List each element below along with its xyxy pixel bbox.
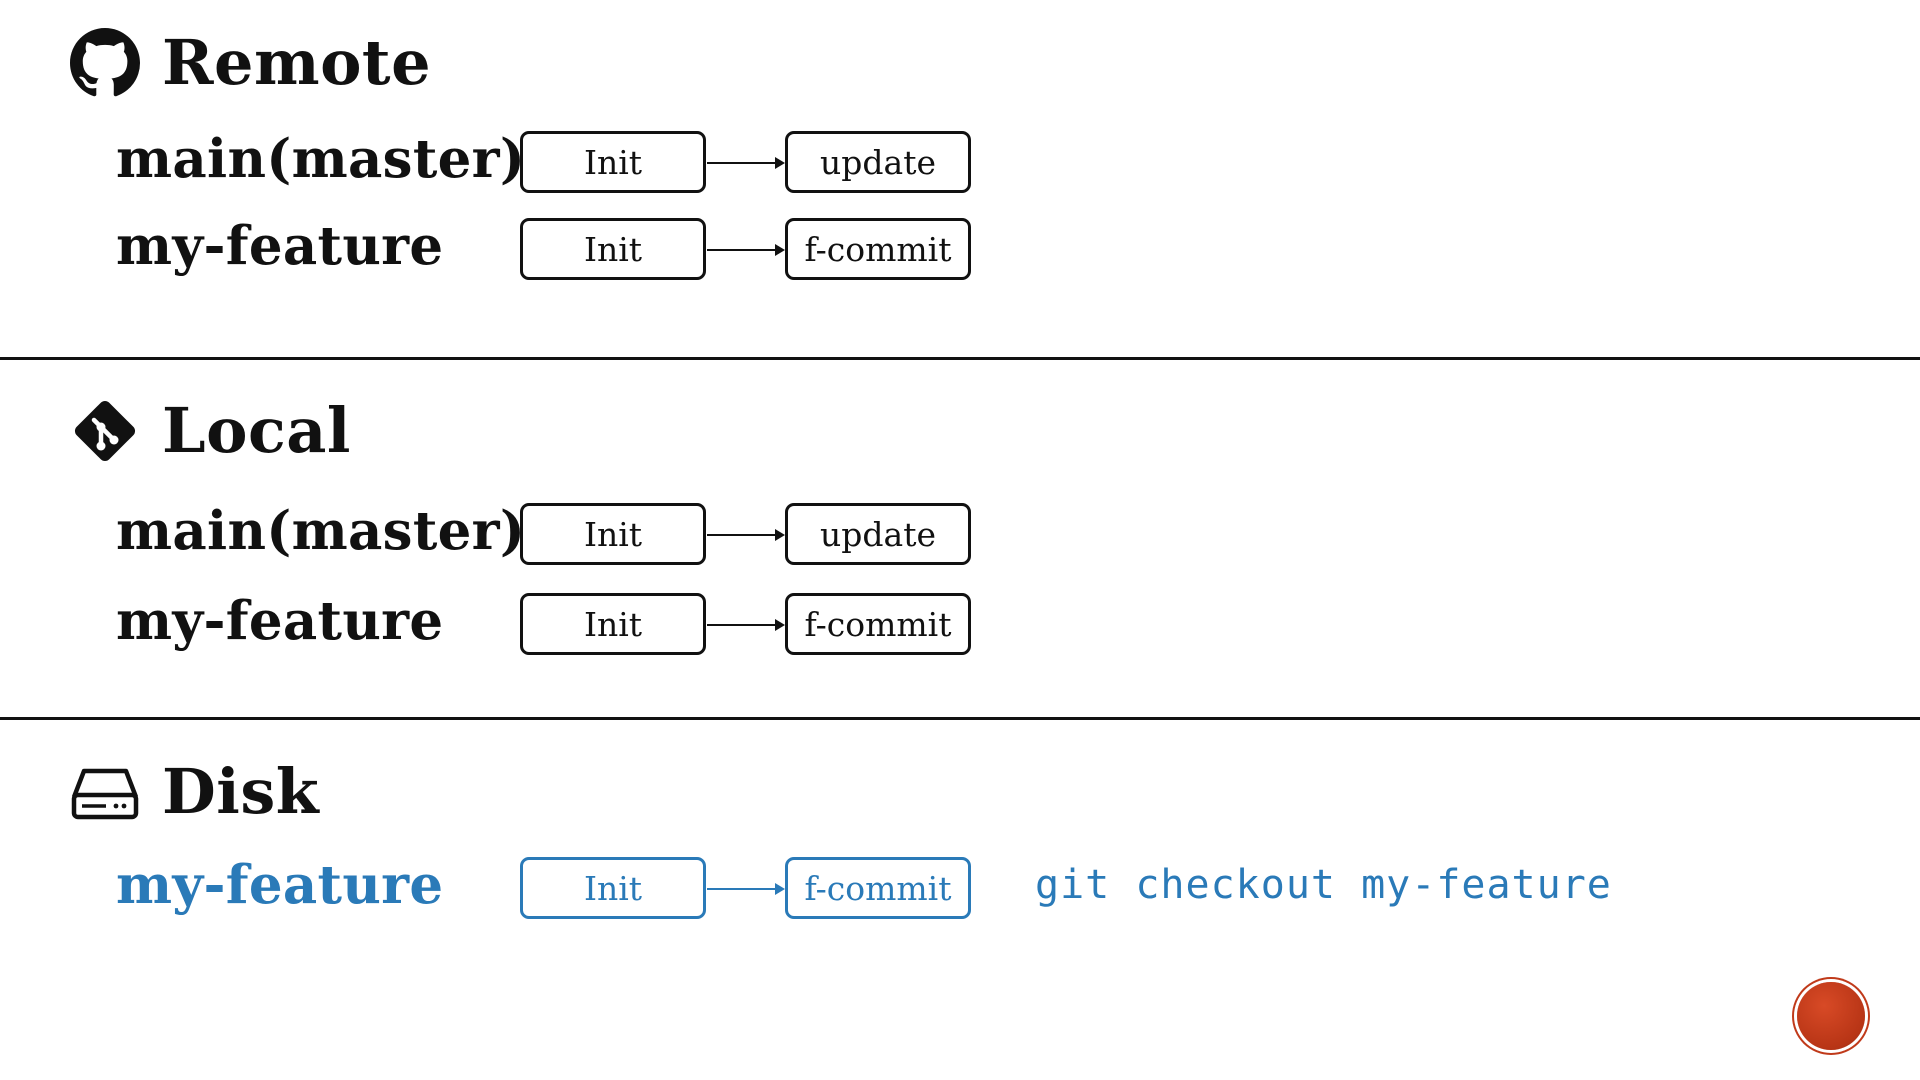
local-feature-arrow <box>707 619 785 631</box>
remote-feature-commit-init: Init <box>520 218 706 280</box>
remote-branch-main-label: main(master) <box>116 128 526 190</box>
git-icon <box>70 396 140 466</box>
local-main-commit-update: update <box>785 503 971 565</box>
local-feature-commit-init: Init <box>520 593 706 655</box>
local-section-title: Local <box>70 394 351 467</box>
remote-title-label: Remote <box>162 26 432 99</box>
disk-feature-arrow <box>707 883 785 895</box>
divider-remote-local <box>0 357 1920 360</box>
disk-branch-feature-label: my-feature <box>116 854 444 916</box>
disk-title-label: Disk <box>162 755 320 828</box>
remote-section-title: Remote <box>70 26 431 99</box>
local-main-arrow <box>707 529 785 541</box>
disk-feature-commit-init: Init <box>520 857 706 919</box>
local-feature-commit-fcommit: f-commit <box>785 593 971 655</box>
remote-feature-arrow <box>707 244 785 256</box>
local-branch-main-label: main(master) <box>116 500 526 562</box>
remote-main-arrow <box>707 157 785 169</box>
remote-main-commit-update: update <box>785 131 971 193</box>
hard-drive-icon <box>70 757 140 827</box>
github-icon <box>70 27 140 98</box>
git-checkout-command: git checkout my-feature <box>1035 862 1612 908</box>
remote-main-commit-init: Init <box>520 131 706 193</box>
local-title-label: Local <box>162 394 351 467</box>
disk-section-title: Disk <box>70 755 319 828</box>
local-main-commit-init: Init <box>520 503 706 565</box>
divider-local-disk <box>0 717 1920 720</box>
slide-nav-button[interactable] <box>1797 982 1865 1050</box>
local-branch-feature-label: my-feature <box>116 590 444 652</box>
remote-feature-commit-fcommit: f-commit <box>785 218 971 280</box>
disk-feature-commit-fcommit: f-commit <box>785 857 971 919</box>
remote-branch-feature-label: my-feature <box>116 215 444 277</box>
